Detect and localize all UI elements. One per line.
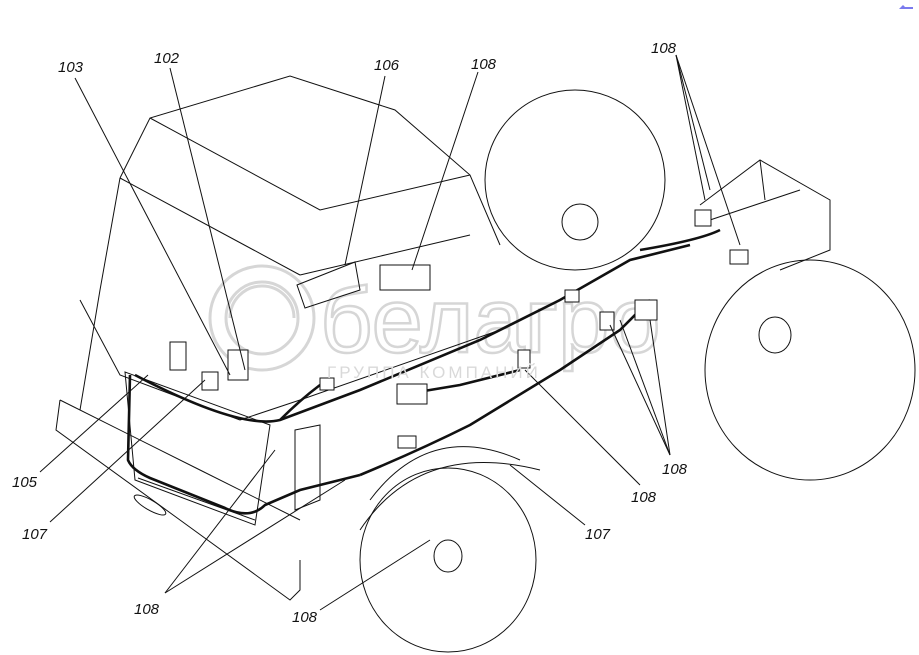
callout-107-right: 107: [585, 526, 611, 543]
callout-108-top-right: 108: [651, 40, 677, 57]
callout-102: 102: [154, 50, 180, 67]
callout-105: 105: [12, 474, 38, 491]
callout-108-top: 108: [471, 56, 497, 73]
callout-108-bottom-left: 108: [134, 601, 160, 618]
wheel-front-left: [359, 467, 537, 653]
callout-108-center: 108: [631, 489, 657, 506]
callout-103: 103: [58, 59, 84, 76]
wheel-rear-top: [484, 89, 666, 271]
leader-lines: [39, 54, 741, 611]
callout-108-bottom-mid: 108: [292, 609, 318, 626]
callout-108-right: 108: [662, 461, 688, 478]
wheel-rear-bottom: [704, 259, 916, 481]
callout-106: 106: [374, 57, 400, 74]
chassis-frame: [699, 159, 831, 271]
callout-107-left: 107: [22, 526, 48, 543]
watermark-logo: [208, 264, 316, 372]
components: [169, 209, 749, 449]
corner-mark-icon: [899, 5, 913, 9]
watermark-subtitle: ГРУППА КОМПАНИЙ: [327, 363, 541, 382]
